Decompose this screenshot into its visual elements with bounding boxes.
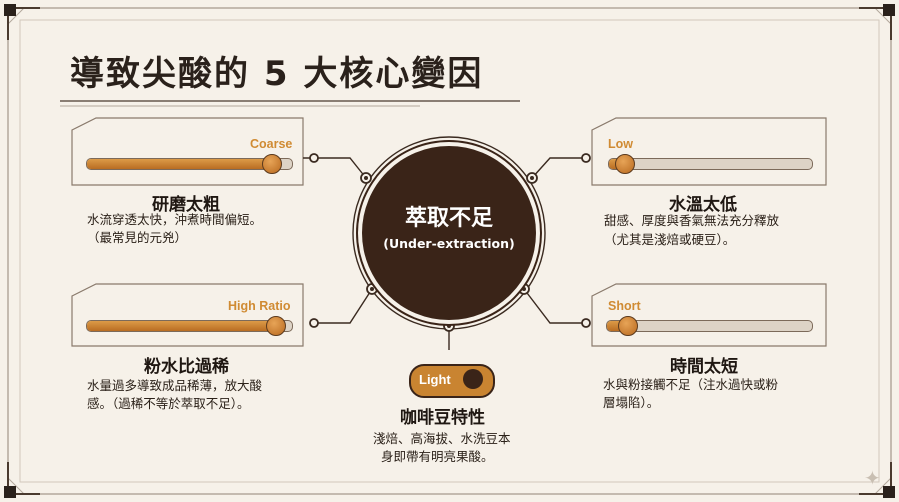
roast-toggle-label: Light: [419, 372, 451, 387]
temp-desc-line1: 甜感、厚度與香氣無法充分釋放: [604, 213, 780, 228]
grind-slider-track[interactable]: [86, 158, 293, 170]
temp-heading: 水溫太低: [669, 195, 737, 215]
ratio-desc-line1: 水量過多導致成品稀薄，放大酸: [87, 378, 263, 393]
time-desc-line1: 水與粉接觸不足（注水過快或粉: [603, 377, 779, 392]
temp-desc-line2: （尤其是淺焙或硬豆）。: [604, 232, 736, 247]
time-slider-track[interactable]: [606, 320, 813, 332]
ratio-desc-line2: 感。（過稀不等於萃取不足）。: [87, 396, 250, 411]
time-slider-fill: [607, 321, 628, 331]
temp-slider-knob[interactable]: [615, 154, 636, 174]
ratio-slider-label: High Ratio: [228, 299, 291, 313]
grind-desc-line1: 水流穿透太快，沖煮時間偏短。: [87, 212, 263, 227]
time-desc-line2: 層塌陷）。: [603, 395, 660, 410]
center-subtitle: (Under-extraction): [383, 236, 515, 251]
center-circle: [362, 146, 536, 320]
sparkle-icon: ✦: [864, 466, 881, 490]
time-slider-knob[interactable]: [617, 316, 638, 336]
bean-desc-line2: 身即帶有明亮果酸。: [381, 449, 494, 464]
page-title: 導致尖酸的 5 大核心變因: [70, 54, 484, 94]
grind-slider-fill: [87, 159, 272, 169]
grind-slider-label: Coarse: [250, 137, 293, 151]
ratio-slider-knob[interactable]: [265, 316, 286, 336]
grind-desc-line2: （最常見的元兇）: [87, 230, 188, 245]
temp-slider-track[interactable]: [608, 158, 813, 170]
ratio-heading: 粉水比過稀: [144, 357, 229, 377]
grind-slider-knob[interactable]: [261, 154, 282, 174]
roast-toggle-knob[interactable]: [463, 369, 483, 389]
time-slider-label: Short: [608, 299, 641, 313]
bean-heading: 咖啡豆特性: [400, 408, 485, 428]
ratio-slider-fill: [87, 321, 276, 331]
grind-heading: 研磨太粗: [152, 195, 220, 215]
time-heading: 時間太短: [670, 357, 738, 377]
center-title: 萃取不足: [404, 206, 493, 231]
ratio-slider-track[interactable]: [86, 320, 293, 332]
temp-slider-label: Low: [608, 137, 633, 151]
bean-desc-line1: 淺焙、高海拔、水洗豆本: [373, 431, 511, 446]
